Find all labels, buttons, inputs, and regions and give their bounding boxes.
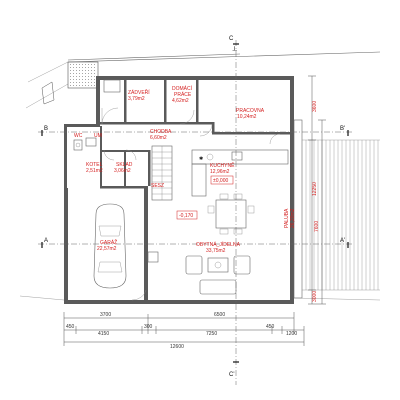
hatched-block	[41, 61, 99, 105]
room-wc-name: WC	[74, 133, 83, 139]
exterior-walls	[64, 76, 294, 304]
bottom-dimensions	[63, 312, 305, 346]
terrain-lines	[25, 51, 381, 109]
car-outline	[93, 203, 127, 289]
room-pracovna-area: 10,24m2	[237, 114, 257, 120]
room-zadveri-area: 3,79m2	[128, 96, 145, 102]
room-obytna-area: 33,75m2	[206, 248, 226, 254]
dim-1200: 1200	[286, 331, 297, 337]
room-obytna-name: OBYTNÁ_JÍDELNA	[196, 241, 241, 248]
section-a-right: A'	[340, 238, 345, 244]
room-kuchyne-area: 12,96m2	[210, 169, 230, 175]
dim-3700: 3700	[100, 312, 111, 318]
level-zero: ±0,000	[213, 178, 228, 184]
dim-12250: 12250	[312, 182, 318, 196]
room-garaz-name: GARÁŽ	[100, 238, 117, 246]
section-c-top: C	[229, 36, 234, 42]
room-paluba-area: 26,20m2	[290, 208, 296, 228]
room-chodba-name: CHODBA	[150, 129, 172, 135]
dim-6500: 6500	[214, 312, 225, 318]
room-sklad-name: SKLAD	[116, 162, 133, 168]
room-domaci-name: DOMÁCÍ	[172, 85, 193, 92]
section-b-right: B'	[340, 126, 345, 132]
room-garaz-area: 22,57m2	[97, 246, 117, 252]
dim-4150: 4150	[98, 331, 109, 337]
dim-450b: 450	[266, 324, 275, 330]
dining-table	[207, 193, 255, 235]
room-pracovna-name: PRACOVNA	[236, 108, 265, 114]
level-minus: -0,170	[179, 213, 193, 219]
section-a-left: A	[44, 238, 48, 244]
room-paluba-group: PALUBA 26,20m2	[284, 208, 296, 228]
dim-3000: 3000	[312, 291, 318, 302]
bottom-terrain	[19, 295, 381, 301]
room-kotel-name: KOTEL	[86, 162, 103, 168]
room-domaci-area: 4,62m2	[172, 98, 189, 104]
section-c-bottom: C'	[229, 372, 234, 378]
room-kuchyne-name: KUCHYNĚ	[210, 161, 235, 169]
dim-7600: 7600	[314, 221, 320, 232]
terrace-deck	[293, 119, 380, 299]
section-lines	[38, 40, 352, 385]
dim-12600: 12600	[170, 344, 184, 350]
section-c-top-arrow: ⊢	[232, 46, 239, 51]
door-swings	[101, 107, 281, 301]
kitchen-symbol: ✱	[199, 156, 203, 162]
fixtures	[73, 79, 159, 263]
dim-300: 300	[144, 324, 153, 330]
level-box	[210, 175, 234, 185]
section-b-left: B	[44, 126, 48, 132]
level-box-2	[176, 210, 198, 220]
right-dimensions	[308, 75, 326, 305]
room-kotel-area: 2,51m2	[86, 168, 103, 174]
staircase	[151, 145, 173, 201]
room-um-name: UM	[94, 133, 102, 139]
room-zadveri-name: ZÁDVEŘÍ	[128, 88, 150, 96]
room-paluba-name: PALUBA	[284, 208, 290, 228]
stairs-label: SESZ	[151, 183, 164, 189]
dim-450a: 450	[66, 324, 75, 330]
dim-7250: 7250	[206, 331, 217, 337]
room-sklad-area: 3,06m2	[114, 168, 131, 174]
interior-walls	[100, 80, 292, 189]
room-domaci-name2: PRÁCE	[174, 91, 192, 98]
living-furniture	[185, 255, 251, 295]
deck-boards	[305, 140, 379, 290]
room-chodba-area: 6,60m2	[150, 135, 167, 141]
dim-3600: 3600	[312, 101, 318, 112]
kitchen-counter: ✱	[191, 149, 289, 197]
